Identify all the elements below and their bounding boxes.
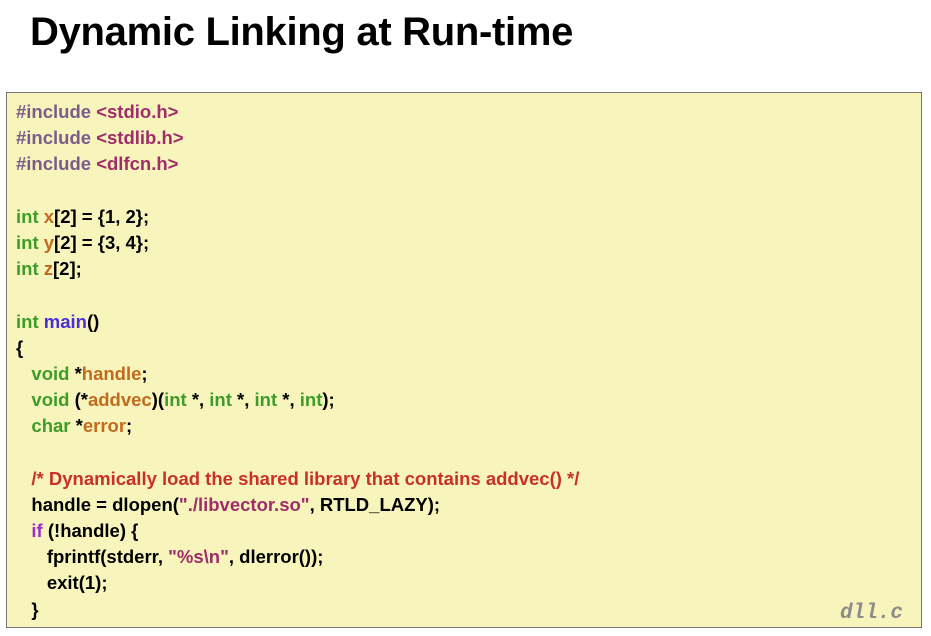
code-line: fprintf(stderr, "%s\n", dlerror()); (16, 544, 579, 570)
code-token: (!handle) { (42, 520, 139, 541)
code-token: (* (74, 389, 88, 411)
code-token: () (86, 310, 100, 332)
code-token: x (43, 205, 55, 227)
code-line (16, 439, 579, 465)
code-line: } (16, 597, 579, 623)
code-token: [2]; (53, 258, 82, 280)
code-line: { (16, 335, 579, 361)
code-token: <stdio.h> (96, 101, 179, 122)
code-token: * (75, 415, 83, 437)
code-token (16, 415, 31, 436)
code-token: , dlerror()); (228, 546, 324, 568)
code-token (16, 520, 31, 541)
code-token: addvec (87, 389, 152, 411)
code-token: * (74, 362, 82, 384)
code-token: { (16, 336, 24, 358)
code-token: <dlfcn.h> (96, 153, 179, 175)
code-line: /* Dynamically load the shared library t… (16, 466, 579, 492)
file-name-label: dll.c (839, 602, 903, 625)
code-line: void (*addvec)(int *, int *, int *, int)… (16, 387, 579, 413)
code-token: handle = dlopen( (16, 493, 179, 515)
code-block: #include <stdio.h>#include <stdlib.h>#in… (16, 99, 579, 623)
code-token: /* Dynamically load the shared library t… (31, 467, 580, 489)
code-token (16, 363, 31, 384)
code-line: handle = dlopen("./libvector.so", RTLD_L… (16, 492, 579, 518)
code-token: int (16, 258, 44, 280)
code-token: } (16, 598, 39, 620)
code-token: exit(1); (16, 572, 108, 594)
code-token: fprintf(stderr, (16, 546, 169, 568)
code-token: if (31, 520, 43, 541)
code-line (16, 282, 579, 308)
code-token: void (31, 362, 75, 384)
code-line: exit(1); (16, 570, 579, 596)
code-token: z (43, 258, 53, 280)
code-listing-box: #include <stdio.h>#include <stdlib.h>#in… (6, 92, 922, 628)
code-token: [2] = {3, 4}; (54, 231, 150, 253)
code-token: ); (322, 389, 335, 411)
slide-title: Dynamic Linking at Run-time (30, 10, 574, 54)
code-token: int (164, 389, 192, 411)
code-token: #include (16, 127, 97, 149)
code-token (16, 468, 31, 489)
code-token: [2] = {1, 2}; (54, 205, 150, 227)
code-token: ; (141, 362, 148, 384)
code-line: char *error; (16, 413, 579, 439)
code-token: <stdlib.h> (96, 127, 184, 149)
code-token: error (82, 415, 127, 437)
code-line: int main() (16, 309, 579, 335)
code-token: , RTLD_LAZY); (309, 493, 441, 515)
code-token (16, 389, 31, 410)
code-token: *, (237, 389, 255, 411)
code-line: int y[2] = {3, 4}; (16, 230, 579, 256)
code-line: #include <stdlib.h> (16, 125, 579, 151)
code-token: ; (126, 415, 133, 437)
code-line: int x[2] = {1, 2}; (16, 204, 579, 230)
code-line (16, 178, 579, 204)
code-line: void *handle; (16, 361, 579, 387)
code-token: int (16, 310, 44, 332)
code-token: "%s\n" (168, 546, 229, 568)
code-token: *, (191, 389, 210, 411)
code-token: main (43, 310, 87, 332)
code-token: char (31, 415, 76, 437)
code-line: if (!handle) { (16, 518, 579, 544)
code-token: int (299, 389, 323, 411)
code-token: void (31, 389, 75, 411)
code-line: int z[2]; (16, 256, 579, 282)
code-token: int (209, 389, 238, 411)
code-line: #include <dlfcn.h> (16, 151, 579, 177)
code-token: #include (16, 153, 97, 175)
code-token: *, (282, 389, 300, 411)
code-token: int (254, 389, 283, 411)
code-line: #include <stdio.h> (16, 99, 579, 125)
code-token: y (43, 231, 55, 253)
code-token: "./libvector.so" (178, 493, 310, 515)
code-token: handle (81, 362, 142, 384)
code-token: #include (16, 101, 97, 122)
code-token: int (16, 205, 44, 227)
code-token: )( (151, 389, 165, 411)
code-token: int (16, 231, 44, 253)
